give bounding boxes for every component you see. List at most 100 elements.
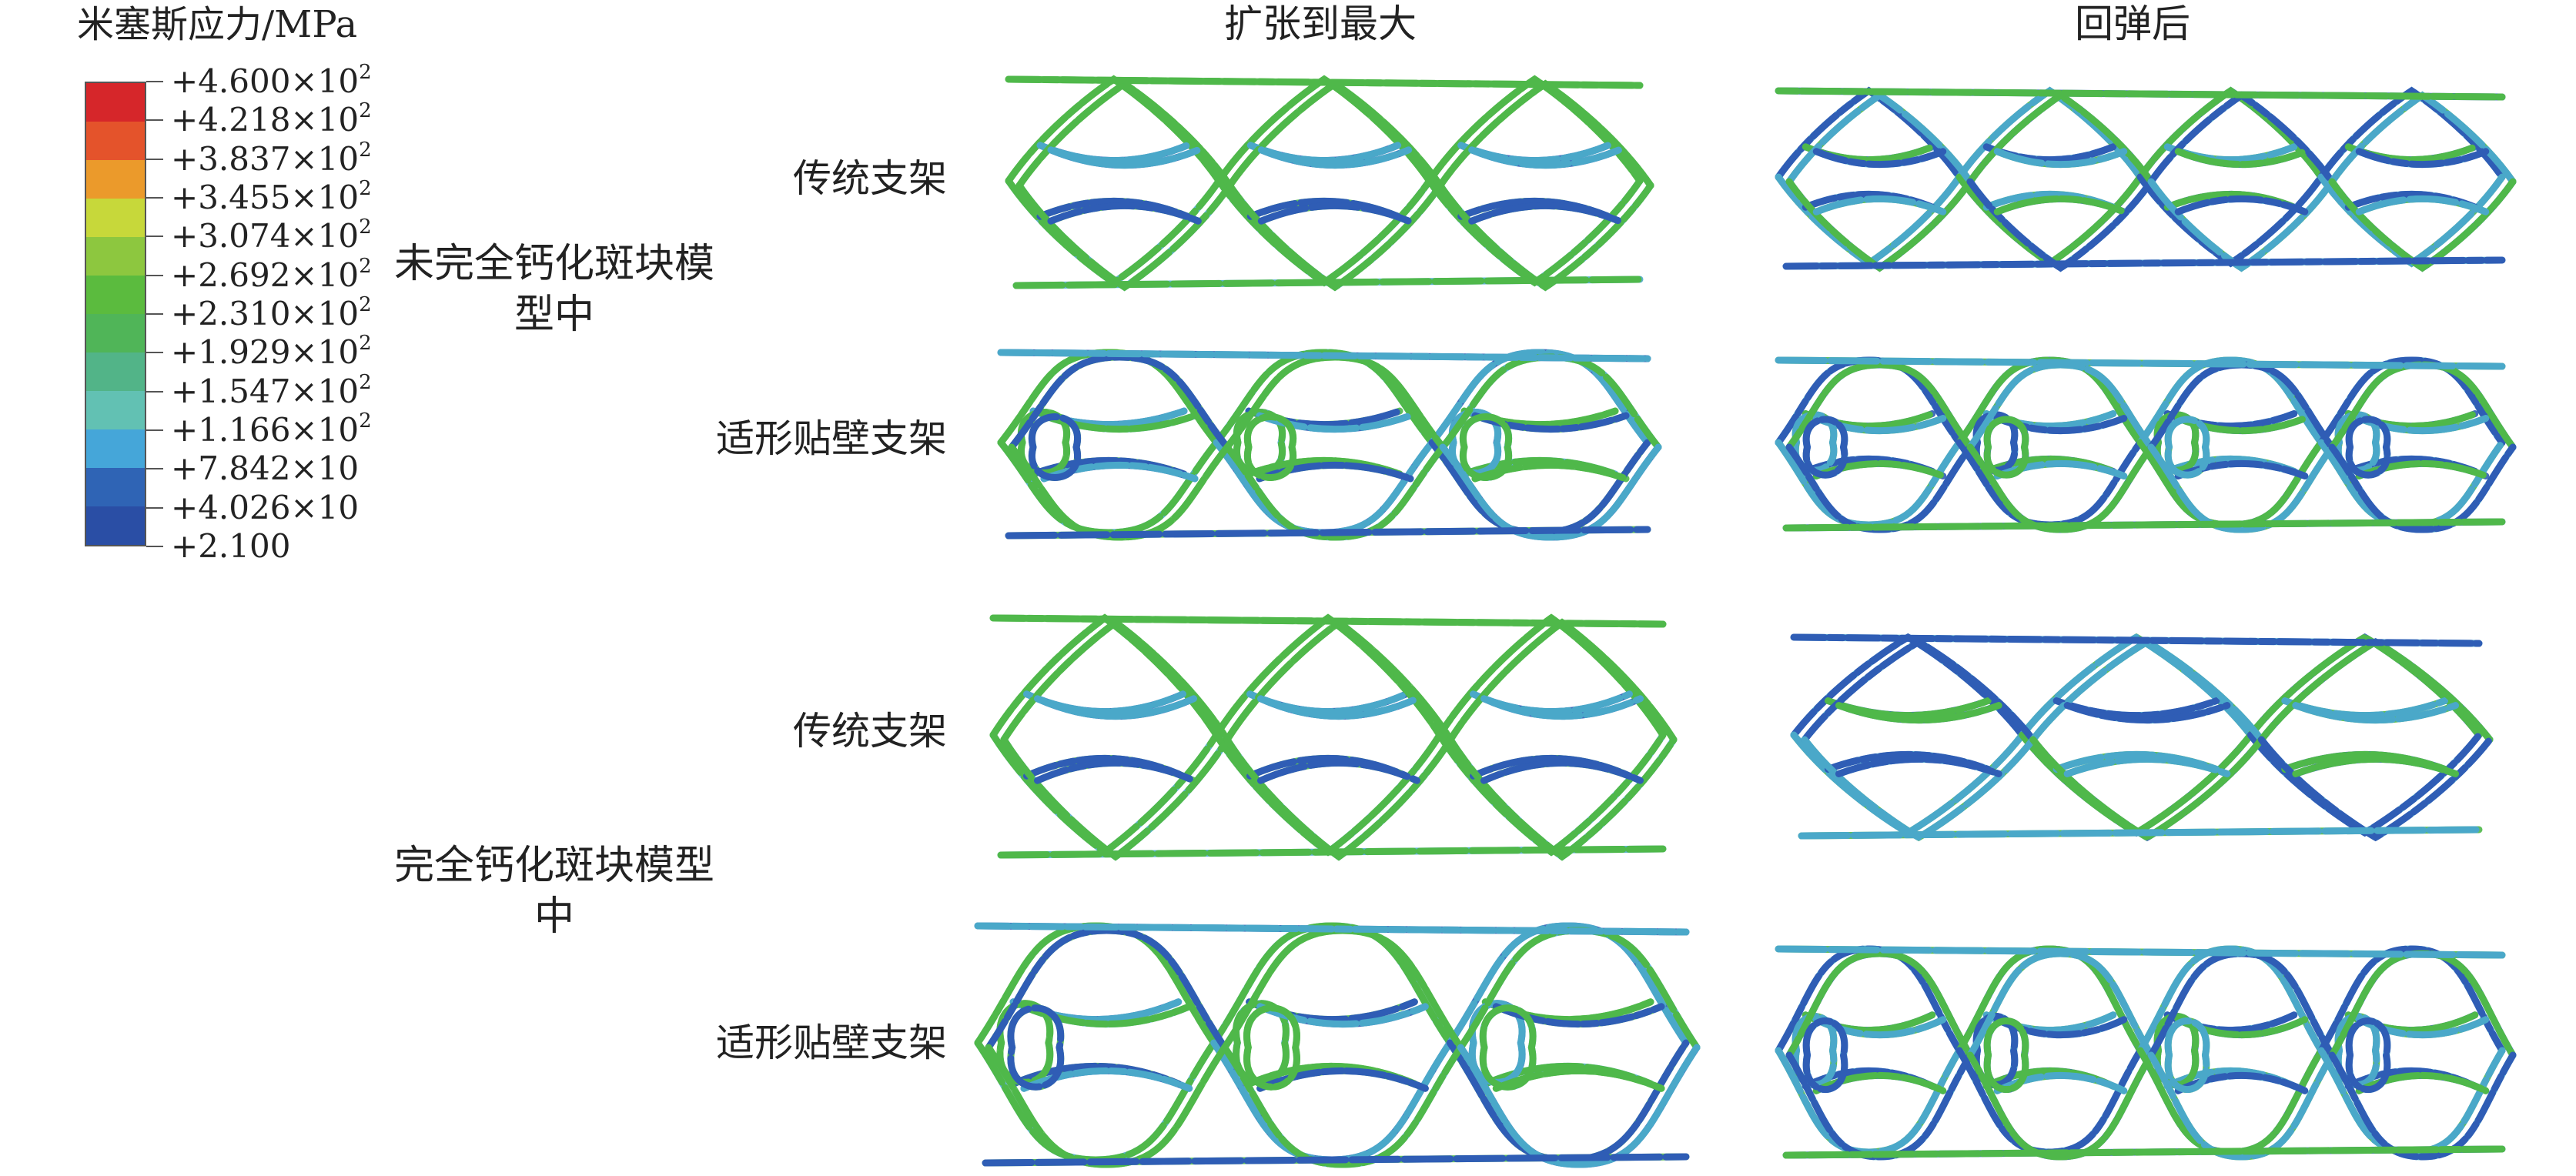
stent-strut: [2328, 443, 2517, 533]
stent-strut: [1966, 443, 2155, 533]
legend-tick: [146, 274, 163, 276]
stent-conformal-partial-recoiled: [1775, 356, 2517, 533]
stent-strut: [2147, 178, 2336, 272]
legend-label: +1.929×102: [171, 332, 372, 372]
legend-label: +2.100: [171, 527, 291, 565]
legend-tick: [146, 468, 163, 470]
stent-strut: [1812, 195, 1947, 215]
stent-strut: [2355, 148, 2490, 169]
row-label-conformal-stent-1: 适形贴壁支架: [716, 416, 947, 461]
stent-strut: [1457, 1044, 1701, 1168]
stent-strut: [1257, 760, 1420, 784]
legend-swatch: [86, 506, 145, 545]
stent-strut-underlay: [2328, 91, 2517, 185]
stent-strut: [2147, 950, 2336, 1059]
stent-traditional-full-recoiled: [1790, 633, 2494, 842]
stent-conformal-partial-expanded: [997, 349, 1662, 541]
stent-strut: [2328, 91, 2517, 185]
stent-strut: [1782, 1145, 2506, 1159]
stent-strut: [1439, 443, 1662, 541]
legend-title: 米塞斯应力/MPa: [77, 3, 358, 46]
stent-strut: [1428, 349, 1651, 446]
legend-tick: [146, 313, 163, 315]
stent-strut: [2345, 416, 2391, 479]
legend-label: +3.455×102: [171, 177, 372, 216]
color-legend-bar: [85, 82, 146, 546]
stent-strut: [2164, 416, 2210, 479]
stent-strut: [2174, 195, 2309, 215]
stent-strut: [1966, 950, 2155, 1059]
stent-strut: [2355, 195, 2490, 215]
stent-strut: [1436, 613, 1667, 739]
stent-strut: [2174, 1071, 2309, 1094]
stent-strut: [2063, 702, 2231, 724]
legend-tick: [146, 81, 163, 82]
stent-strut: [2355, 1071, 2490, 1094]
stent-strut: [1966, 91, 2155, 185]
stent-strut: [1835, 702, 2002, 724]
stent-strut: [1047, 146, 1202, 169]
stent-strut: [1459, 413, 1513, 481]
legend-swatch: [86, 199, 145, 237]
stent-strut: [2317, 173, 2506, 268]
stent-strut: [1785, 361, 1974, 451]
stent-strut: [1479, 1004, 1537, 1091]
stent-strut: [1801, 637, 2037, 743]
stent-strut: [982, 1153, 1690, 1167]
stent-strut: [1446, 922, 1690, 1047]
stent-strut: [1993, 195, 2128, 215]
stent-strut: [1785, 950, 1974, 1059]
legend-label: +4.218×102: [171, 99, 372, 139]
stent-strut: [1492, 1067, 1665, 1092]
stent-strut: [1812, 1071, 1947, 1094]
stent-strut: [1256, 1067, 1429, 1092]
stent-strut: [974, 922, 1690, 936]
stent-strut: [1243, 413, 1297, 481]
stent-strut: [1785, 91, 1974, 185]
stent-strut: [1480, 695, 1644, 720]
stent-strut: [1775, 173, 1963, 268]
legend-tick: [146, 506, 163, 509]
legend-label: +4.600×102: [171, 61, 372, 100]
row-label-traditional-stent-2: 传统支架: [793, 709, 947, 753]
stent-strut: [2328, 1051, 2517, 1161]
stent-strut: [1005, 526, 1651, 540]
stent-strut: [1226, 182, 1444, 292]
stent-strut: [2029, 736, 2265, 842]
stent-strut: [2136, 173, 2325, 268]
stent-strut: [1955, 173, 2144, 268]
stent-strut: [1000, 618, 1231, 743]
legend-swatch: [86, 429, 145, 468]
legend-swatch: [86, 237, 145, 276]
stent-strut-underlay: [2147, 91, 2336, 185]
legend-label: +7.842×10: [171, 449, 360, 488]
stent-traditional-partial-recoiled: [1775, 86, 2517, 272]
group-label-partial-calcified: 未完全钙化斑块模型中: [393, 241, 714, 338]
legend-tick: [146, 352, 163, 354]
legend-swatch: [86, 314, 145, 352]
stent-strut-underlay: [2317, 173, 2506, 268]
stent-strut: [1005, 75, 1644, 89]
stent-strut: [1257, 202, 1413, 225]
stent-strut: [1835, 755, 2002, 777]
stent-strut: [2147, 1051, 2336, 1161]
column-header-expanded: 扩张到最大: [1224, 2, 1417, 46]
stent-strut: [2328, 178, 2517, 272]
stent-strut: [2355, 1016, 2490, 1039]
stent-strut: [2174, 148, 2309, 169]
stent-strut: [1802, 1017, 1848, 1094]
stent-strut: [1256, 1003, 1429, 1028]
stent-strut-underlay: [1775, 173, 1963, 268]
stent-strut: [1243, 1004, 1300, 1091]
legend-label: +1.166×102: [171, 409, 372, 449]
stent-conformal-full-recoiled: [1775, 945, 2517, 1161]
stent-strut: [1790, 633, 2483, 647]
stent-strut: [1223, 443, 1447, 541]
stent-strut: [1426, 75, 1644, 185]
legend-tick: [146, 546, 163, 547]
row-label-traditional-stent-1: 传统支架: [793, 156, 947, 201]
legend-label: +3.837×102: [171, 138, 372, 178]
stent-strut: [1966, 361, 2155, 451]
stent-strut: [1993, 1071, 2128, 1094]
legend-swatch: [86, 83, 145, 122]
